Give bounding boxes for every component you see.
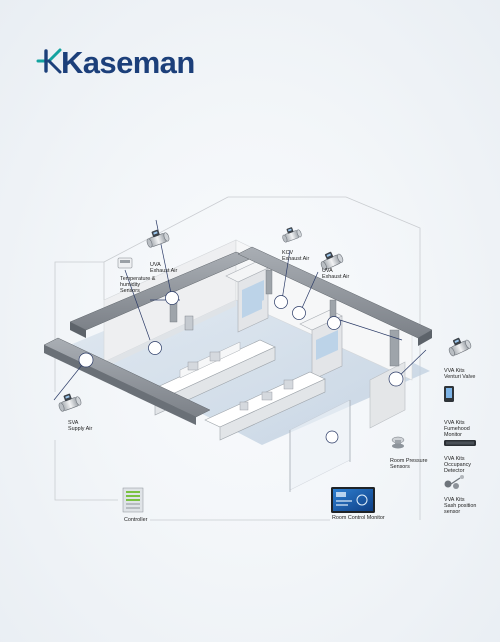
monitor-icon: [444, 386, 454, 402]
label-sva-supply: SVA Supply Air: [68, 420, 93, 433]
label-kcv-exhaust: KCV Exhaust Air: [282, 250, 310, 263]
room-pressure-device: [391, 436, 405, 449]
occupancy-detector-device: [444, 440, 476, 446]
temp-humidity-device: [117, 257, 133, 269]
controller-icon: [122, 487, 144, 513]
brand-name: Kaseman: [61, 45, 195, 80]
label-vva-venturi: VVA Kits Venturi Valve: [444, 368, 476, 381]
room-control-monitor-device: [331, 487, 375, 513]
label-uva-exhaust-right: UVA Exhaust Air: [322, 268, 350, 281]
label-room-control-monitor: Room Control Monitor: [332, 515, 385, 521]
sensor-icon: [78, 291, 404, 444]
label-controller: Controller: [124, 517, 148, 523]
label-vva-sash: VVA Kits Sash position sensor: [444, 497, 477, 516]
connector-lines: [54, 196, 421, 521]
label-vva-occupancy: VVA Kits Occupancy Detector: [444, 456, 471, 475]
brand-logo: Kaseman: [36, 44, 196, 88]
label-uva-exhaust-left: UVA Exhaust Air: [150, 262, 178, 275]
label-temp-humidity: Temperature & humidity Sensors: [120, 276, 156, 295]
kaseman-logo-icon: [36, 48, 62, 74]
lab-bench-icon: [139, 339, 326, 441]
label-vva-fumehood: VVA Kits Fumehood Monitor: [444, 420, 470, 439]
label-room-pressure: Room Pressure Sensors: [390, 458, 428, 471]
fume-hood-icon: [225, 261, 343, 381]
sash-sensor-device: [444, 475, 464, 489]
